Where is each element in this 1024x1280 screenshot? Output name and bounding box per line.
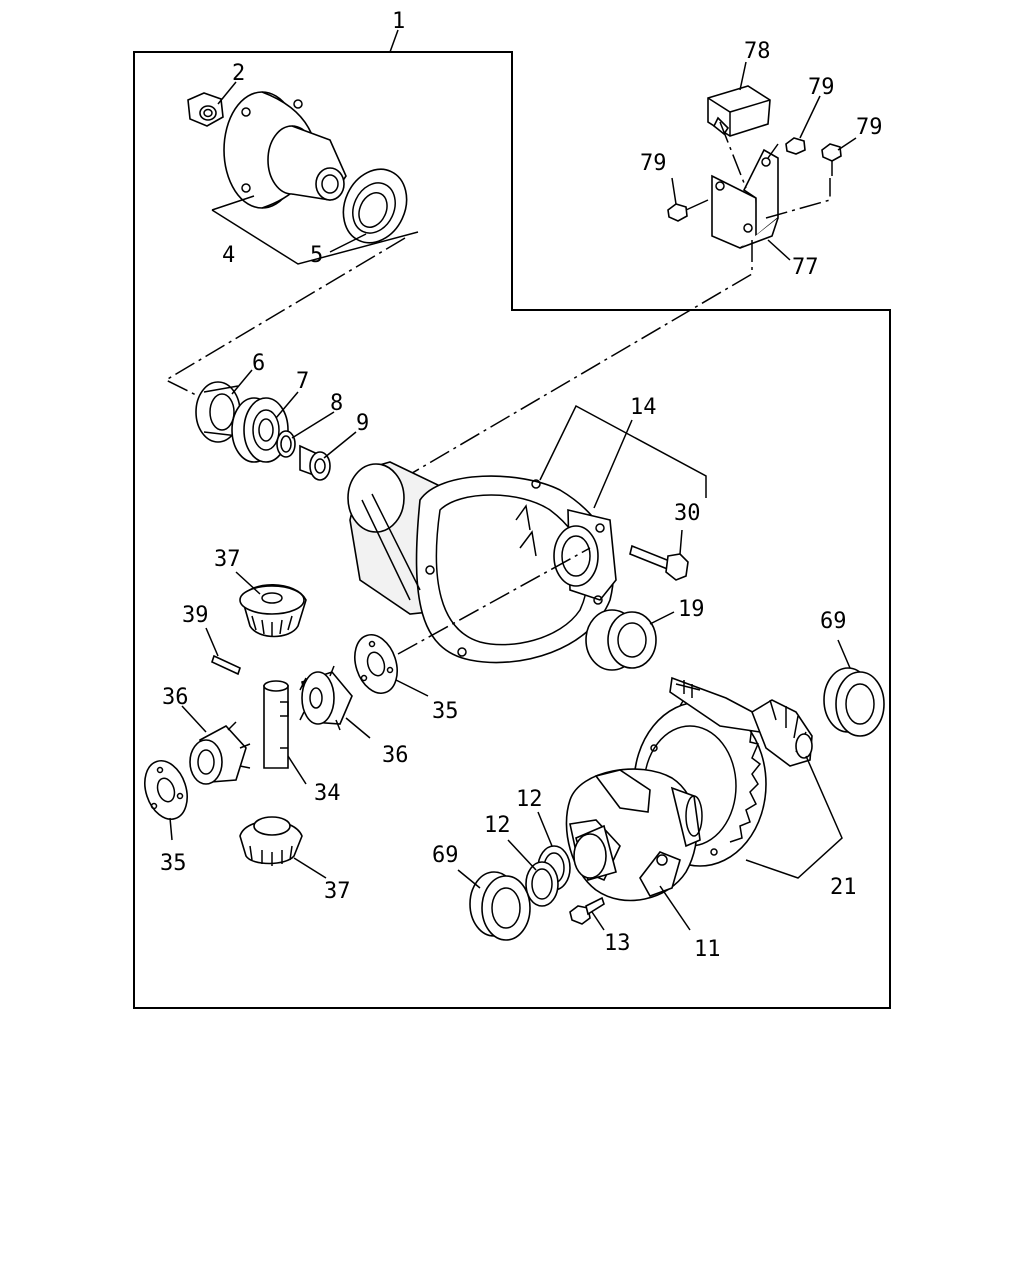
- differential-carrier-housing[interactable]: [347, 461, 617, 664]
- assembly-boundary-frame: [133, 51, 891, 1009]
- callout-11: 11: [694, 937, 721, 962]
- part-77-bracket[interactable]: [711, 148, 779, 249]
- part-9-collapsible-spacer[interactable]: [299, 444, 331, 481]
- part-13-bolt[interactable]: [569, 896, 605, 925]
- part-34-pinion-shaft[interactable]: [263, 680, 289, 769]
- callout-5: 5: [310, 243, 323, 268]
- callout-30: 30: [674, 501, 701, 526]
- part-37-side-gear-lower[interactable]: [239, 816, 303, 866]
- part-37-side-gear-upper[interactable]: [239, 583, 307, 638]
- callout-39: 39: [182, 603, 209, 628]
- part-79-bolt-right[interactable]: [821, 143, 842, 176]
- callout-8: 8: [330, 391, 343, 416]
- callout-69-right: 69: [820, 609, 847, 634]
- part-12-shim-inner[interactable]: [525, 861, 559, 907]
- part-36-pinion-gear-upper[interactable]: [299, 665, 353, 731]
- callout-7: 7: [296, 369, 309, 394]
- axis-line-carrier: [397, 547, 591, 655]
- leader-14-30: [539, 404, 707, 509]
- callout-19: 19: [678, 597, 705, 622]
- part-19-bearing[interactable]: [585, 609, 657, 671]
- callout-79-top: 79: [808, 75, 835, 100]
- callout-4: 4: [222, 243, 235, 268]
- callout-69-left: 69: [432, 843, 459, 868]
- part-39-pin[interactable]: [211, 654, 241, 676]
- callout-leaders: [169, 29, 857, 931]
- callout-35-lower: 35: [160, 851, 187, 876]
- callout-37-lower: 37: [324, 879, 351, 904]
- callout-13: 13: [604, 931, 631, 956]
- leader-21: [745, 755, 843, 879]
- callout-36-upper: 36: [162, 685, 189, 710]
- callout-14: 14: [630, 395, 657, 420]
- part-4-companion-flange[interactable]: [223, 91, 347, 209]
- part-5-oil-seal[interactable]: [332, 159, 418, 253]
- part-2-nut[interactable]: [187, 92, 224, 127]
- part-8-spacer-ring[interactable]: [276, 430, 296, 458]
- callout-labels: 1 2 4 5 6 7 8 9 78 79 79 79 77 14 30 37 …: [160, 9, 883, 962]
- part-78-sensor[interactable]: [707, 85, 771, 137]
- leader-4: [211, 195, 419, 265]
- callout-34: 34: [314, 781, 341, 806]
- callout-37-upper: 37: [214, 547, 241, 572]
- callout-12-lower: 12: [484, 813, 511, 838]
- part-35-thrust-washer-lower[interactable]: [138, 755, 195, 824]
- part-36-pinion-gear-lower[interactable]: [189, 721, 251, 785]
- callout-78: 78: [744, 39, 771, 64]
- callout-79-right: 79: [856, 115, 883, 140]
- callout-36-lower: 36: [382, 743, 409, 768]
- part-35-thrust-washer-upper[interactable]: [348, 629, 405, 698]
- part-79-bolt-left[interactable]: [667, 199, 709, 222]
- callout-9: 9: [356, 411, 369, 436]
- callout-79-left: 79: [640, 151, 667, 176]
- part-69-bearing-left[interactable]: [469, 871, 531, 941]
- axis-line-bracket: [389, 121, 831, 487]
- part-69-bearing-right[interactable]: [823, 667, 885, 737]
- callout-21: 21: [830, 875, 857, 900]
- callout-77: 77: [792, 255, 819, 280]
- part-30-bolt[interactable]: [629, 544, 689, 581]
- callout-35-upper: 35: [432, 699, 459, 724]
- part-79-bolt-mid[interactable]: [785, 137, 806, 155]
- callout-2: 2: [232, 61, 245, 86]
- callout-6: 6: [252, 351, 265, 376]
- axis-line-upper: [164, 237, 406, 397]
- part-11-differential-case[interactable]: [565, 768, 703, 902]
- callout-1: 1: [392, 9, 405, 34]
- callout-12-upper: 12: [516, 787, 543, 812]
